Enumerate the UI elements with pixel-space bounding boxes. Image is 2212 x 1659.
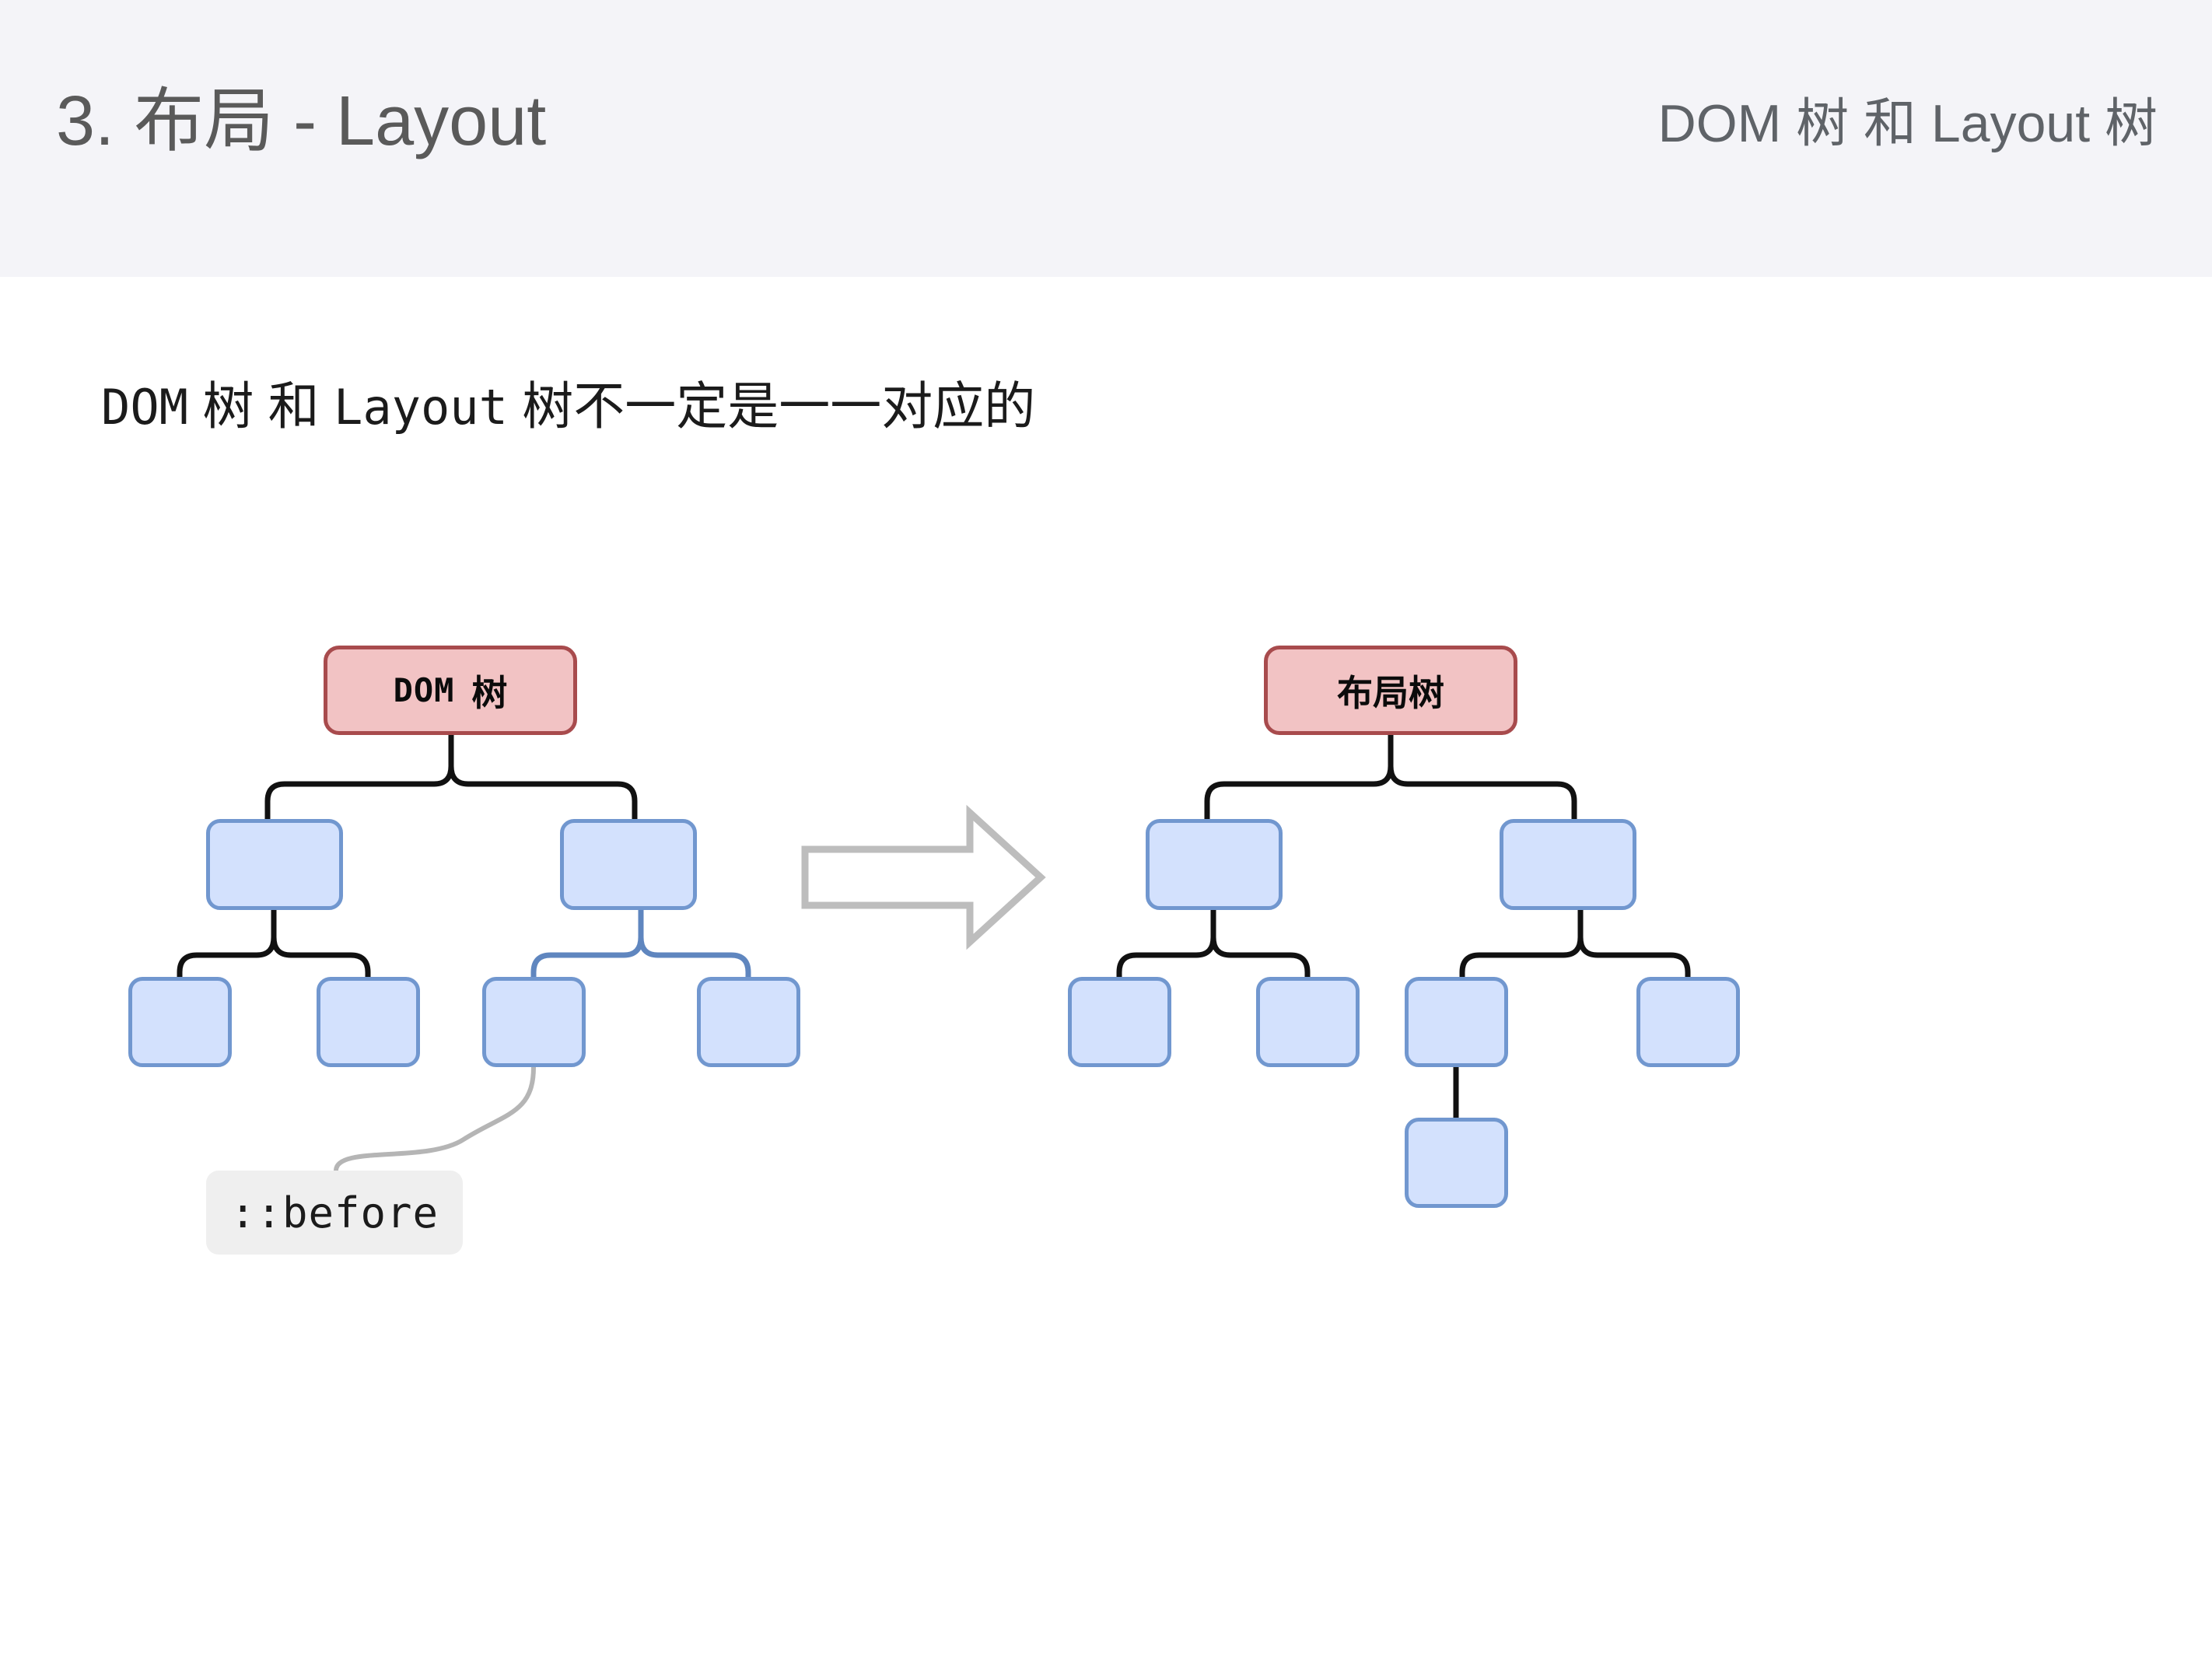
layout-tree-leaf-node-2[interactable] — [1256, 977, 1360, 1067]
layout-tree-leaf-node-1[interactable] — [1068, 977, 1171, 1067]
dom-tree-connectors-blue — [530, 907, 751, 982]
transform-arrow-icon — [801, 804, 1046, 950]
layout-tree-connectors — [1116, 732, 1691, 1121]
body-headline: DOM 树 和 Layout 树不一定是一一对应的 — [101, 373, 1035, 440]
dom-tree-leaf-node-4[interactable] — [697, 977, 800, 1067]
layout-tree-leaf-node-3[interactable] — [1405, 977, 1508, 1067]
dom-tree-root-node[interactable]: DOM 树 — [324, 646, 577, 735]
headline-cjk-2: 树不一定是一一对应的 — [507, 377, 1036, 435]
dom-tree-leaf-node-1[interactable] — [128, 977, 232, 1067]
layout-tree-mid-node-2[interactable] — [1500, 819, 1636, 910]
layout-edge-midL-to-leaf2 — [1210, 907, 1311, 982]
header-band — [0, 0, 2212, 277]
dom-edge-midL-to-leaf2 — [271, 907, 371, 982]
dom-edge-midL-to-leaf1 — [177, 907, 277, 982]
dom-edge-root-to-mid-left — [264, 732, 454, 822]
dom-tree-mid-node-1[interactable] — [206, 819, 343, 910]
dom-edge-midR-to-leaf4 — [638, 907, 751, 982]
before-pseudo-element-callout[interactable]: ::before — [206, 1171, 463, 1255]
header-subtitle: DOM 树 和 Layout 树 — [1657, 94, 2158, 153]
layout-edge-root-to-mid-right — [1388, 732, 1577, 822]
layout-tree-root-label: 布局树 — [1337, 672, 1444, 713]
layout-tree-root-node[interactable]: 布局树 — [1264, 646, 1517, 735]
headline-mono-layout: Layout — [334, 379, 508, 436]
page-title: 3. 布局 - Layout — [56, 82, 547, 160]
layout-edge-midR-to-leaf4 — [1577, 907, 1691, 982]
dom-tree-root-label-mono: DOM — [393, 671, 455, 709]
layout-tree-mid-node-1[interactable] — [1146, 819, 1283, 910]
headline-cjk-1: 树 和 — [187, 377, 334, 435]
before-leader-line — [334, 1065, 536, 1173]
dom-edge-root-to-mid-right — [448, 732, 638, 822]
dom-tree-mid-node-2[interactable] — [560, 819, 697, 910]
layout-tree-extra-node[interactable] — [1405, 1118, 1508, 1208]
layout-tree-leaf-node-4[interactable] — [1636, 977, 1740, 1067]
layout-edge-root-to-mid-left — [1204, 732, 1394, 822]
dom-tree-leaf-node-2[interactable] — [317, 977, 420, 1067]
dom-edge-midR-to-leaf3 — [530, 907, 644, 982]
dom-tree-root-label-cjk: 树 — [471, 672, 508, 713]
dom-tree-leaf-node-3[interactable] — [482, 977, 586, 1067]
layout-edge-midR-to-leaf3 — [1459, 907, 1584, 982]
headline-mono-dom: DOM — [101, 379, 188, 436]
layout-edge-midL-to-leaf1 — [1116, 907, 1216, 982]
